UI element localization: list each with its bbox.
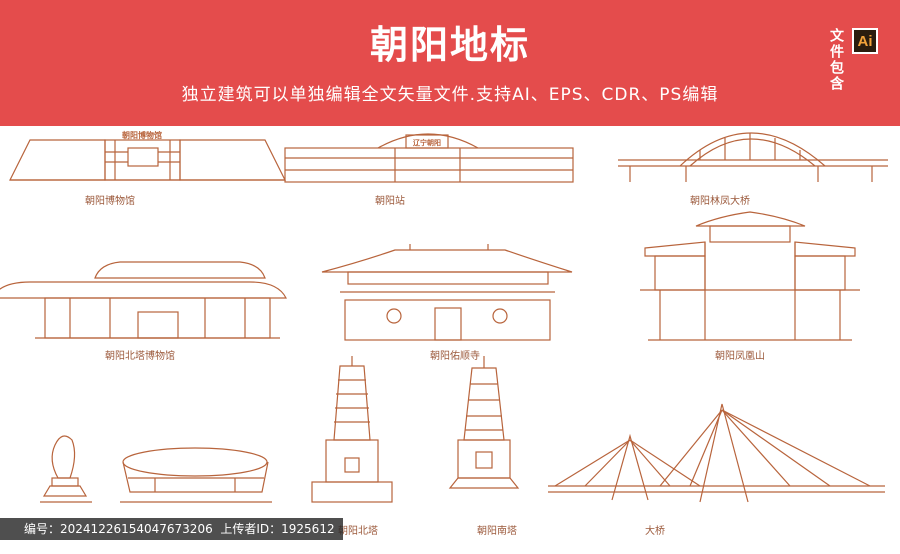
footer-id-value: 20241226154047673206 [60,522,213,536]
youshun-temple-drawing [321,244,573,341]
landmark-label: 朝阳北塔博物馆 [105,351,175,362]
sculpture-drawing [40,435,92,503]
south-pagoda-drawing [448,356,520,489]
landmark-label: 朝阳博物馆 [85,196,135,207]
north-pagoda-drawing [311,356,393,503]
page-subtitle: 独立建筑可以单独编辑全文矢量文件.支持AI、EPS、CDR、PS编辑 [181,85,719,105]
landmark-label: 朝阳林凤大桥 [690,196,750,207]
beita-museum-drawing [0,261,287,339]
fenghuang-mountain-drawing [640,211,860,341]
footer-uploader-label: 上传者ID： [220,522,282,536]
footer-watermark: 编号：20241226154047673206 上传者ID：1925612 [0,518,343,540]
station-sign: 辽宁朝阳 [413,138,441,147]
landmark-illustrations: 朝阳博物馆 辽宁朝阳 [0,130,888,503]
header-banner: 朝阳地标 独立建筑可以单独编辑全文矢量文件.支持AI、EPS、CDR、PS编辑 … [0,0,900,126]
file-badge: 文件包含 Ai [826,28,878,92]
cable-bridge-drawing [548,403,885,503]
landmark-label: 朝阳站 [375,196,405,207]
station-drawing [284,133,574,183]
museum-drawing [9,139,286,181]
landmark-label: 大桥 [645,526,665,537]
museum-sign: 朝阳博物馆 [122,130,162,140]
badge-text: 文件包含 [828,28,844,92]
ai-file-icon: Ai [852,28,878,54]
landmark-label: 朝阳佑顺寺 [430,351,480,362]
footer-uploader-value: 1925612 [281,522,335,536]
landmark-label: 朝阳凤凰山 [715,351,765,362]
landmark-label: 朝阳北塔 [338,526,378,537]
linfeng-bridge-drawing [618,132,888,182]
landmark-label: 朝阳南塔 [477,526,517,537]
stadium-drawing [120,447,272,503]
footer-id-label: 编号： [24,522,61,536]
page-title: 朝阳地标 [369,23,530,67]
